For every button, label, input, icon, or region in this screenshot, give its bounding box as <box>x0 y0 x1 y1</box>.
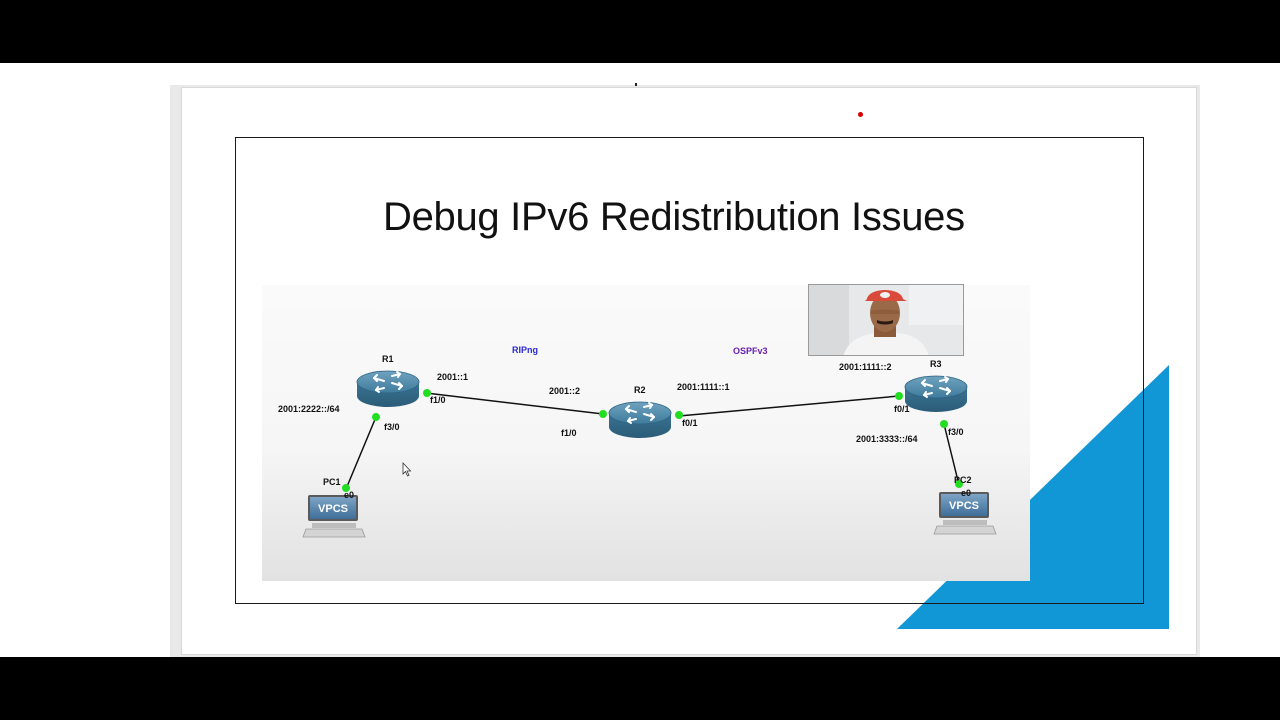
pc1-iface: e0 <box>344 490 354 500</box>
vpcs-pc-icon <box>303 495 365 537</box>
letterbox-bottom <box>0 657 1280 720</box>
pc-pc2[interactable] <box>934 492 996 534</box>
router-name-r2: R2 <box>634 385 646 395</box>
router-r2[interactable] <box>609 402 671 438</box>
router-name-r3: R3 <box>930 359 942 369</box>
letterbox-top <box>0 0 1280 63</box>
router-icon <box>609 402 671 438</box>
laser-pointer-dot <box>858 112 863 117</box>
pc2-iface: e0 <box>961 488 971 498</box>
router-icon <box>357 371 419 407</box>
r2-addr-left: 2001::2 <box>549 386 580 396</box>
r1-addr-down: 2001:2222::/64 <box>278 404 340 414</box>
r1-if-right: f1/0 <box>430 395 446 405</box>
r2-addr-right: 2001:1111::1 <box>677 382 730 392</box>
r1-if-down: f3/0 <box>384 422 400 432</box>
r1-addr-right: 2001::1 <box>437 372 468 382</box>
router-r1[interactable] <box>357 371 419 407</box>
pc1-name: PC1 <box>323 477 341 487</box>
slide-title: Debug IPv6 Redistribution Issues <box>383 195 965 240</box>
r3-if-left: f0/1 <box>894 404 910 414</box>
router-r3[interactable] <box>905 376 967 412</box>
r2-if-right: f0/1 <box>682 418 698 428</box>
presenter-video <box>809 285 964 356</box>
r2-if-left: f1/0 <box>561 428 577 438</box>
webcam-presenter <box>808 284 964 356</box>
protocol-label-ripng: RIPng <box>512 345 538 355</box>
vpcs-pc-icon <box>934 492 996 534</box>
r3-if-down: f3/0 <box>948 427 964 437</box>
pc-pc1[interactable] <box>303 495 365 537</box>
router-name-r1: R1 <box>382 354 394 364</box>
page-marker <box>635 83 637 86</box>
pc2-name: PC2 <box>954 475 972 485</box>
r3-addr-left: 2001:1111::2 <box>839 362 892 372</box>
router-icon <box>905 376 967 412</box>
r3-addr-down: 2001:3333::/64 <box>856 434 918 444</box>
protocol-label-ospfv3: OSPFv3 <box>733 346 768 356</box>
